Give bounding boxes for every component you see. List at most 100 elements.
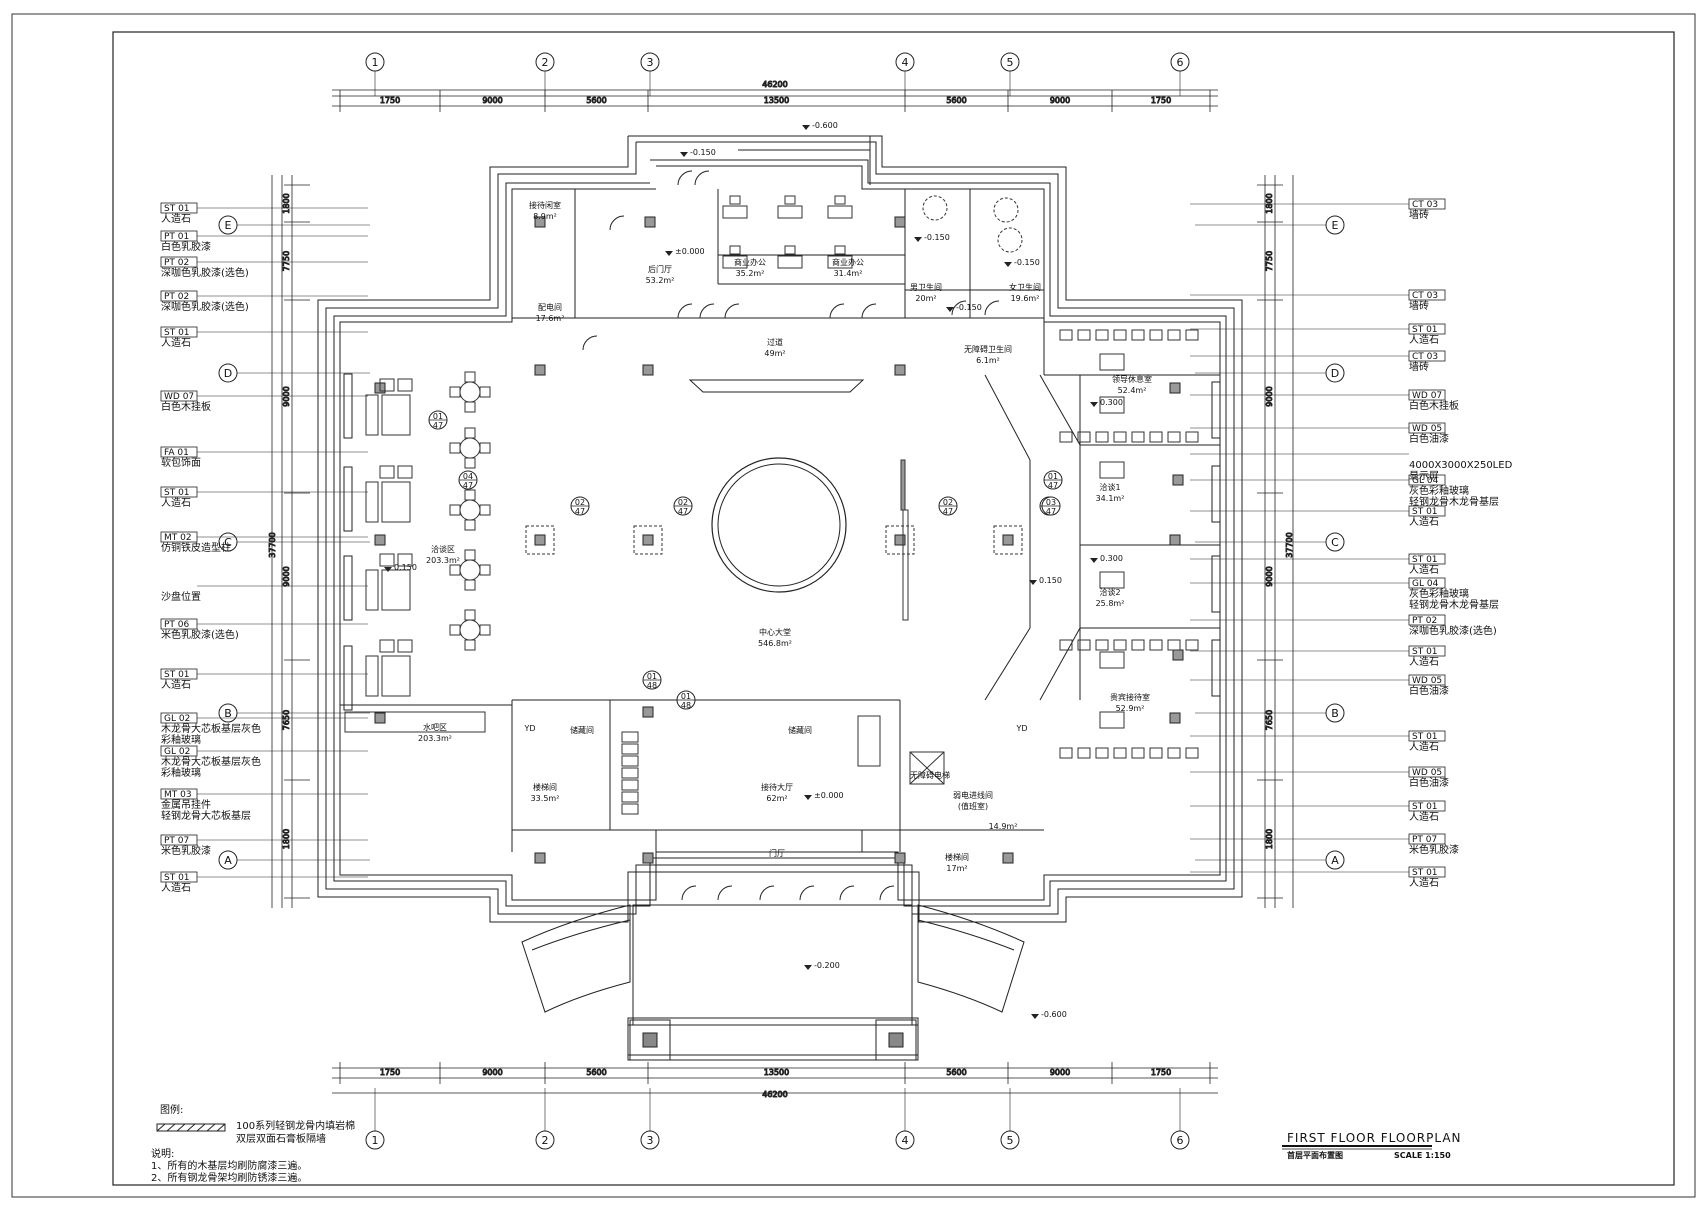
room-tag: YD xyxy=(523,724,535,733)
legend-desc: 人造石 xyxy=(1409,563,1439,576)
chair xyxy=(1113,329,1127,341)
grid-label: B xyxy=(224,707,232,720)
legend-code: ST 01 xyxy=(1412,802,1438,812)
door-swing xyxy=(681,885,697,901)
legend-code: WD 05 xyxy=(1412,424,1442,434)
legend-line: 100系列轻钢龙骨内填岩棉 xyxy=(236,1119,355,1132)
armchair xyxy=(397,465,413,479)
level-triangle xyxy=(1004,262,1012,267)
glass-wall xyxy=(984,374,1031,461)
grid-label: 6 xyxy=(1177,1134,1184,1147)
legend-desc: 人造石 xyxy=(1409,740,1439,753)
notes-block: 图例: 100系列轻钢龙骨内填岩棉 双层双面石膏板隔墙 说明: 1、所有的木基层… xyxy=(151,1103,355,1184)
structural-column xyxy=(642,534,654,546)
skylight xyxy=(688,379,865,393)
sofa xyxy=(365,481,379,523)
door-swing xyxy=(861,303,877,319)
glass-wall xyxy=(984,627,1031,701)
chair xyxy=(464,489,476,501)
room-name: 商业办公 xyxy=(734,257,766,267)
level-value: -0.150 xyxy=(956,303,982,312)
level-triangle xyxy=(804,965,812,970)
dimension-label: 7750 xyxy=(1265,251,1274,271)
legend-desc: 白色油漆 xyxy=(1409,776,1449,789)
armchair xyxy=(397,378,413,392)
legend-desc: 白色油漆 xyxy=(1409,684,1449,697)
sofa-table xyxy=(381,481,411,523)
sofa-table xyxy=(381,569,411,611)
structural-column xyxy=(1169,382,1181,394)
toilet-fixture xyxy=(993,197,1019,223)
dimension-label: 7750 xyxy=(282,251,291,271)
dimension-label: 1750 xyxy=(380,96,400,105)
chair xyxy=(1077,431,1091,443)
legend-desc: 木龙骨大芯板基层灰色 xyxy=(161,755,261,768)
legend-code: PT 02 xyxy=(164,292,189,302)
legend-desc: 灰色彩釉玻璃 xyxy=(1409,587,1469,600)
level-value: 0.300 xyxy=(1100,554,1123,563)
grid-label: 1 xyxy=(372,56,379,69)
elevator-cross xyxy=(909,751,945,785)
door-swing xyxy=(799,885,815,901)
legend-desc: 墙砖 xyxy=(1409,299,1429,312)
legend-title: 图例: xyxy=(160,1103,183,1116)
grid-label: 3 xyxy=(647,1134,654,1147)
structural-column xyxy=(1172,649,1184,661)
room-name: 后门厅 xyxy=(648,264,672,274)
legend-desc: 人造石 xyxy=(161,336,191,349)
chair xyxy=(464,371,476,383)
grid-label: 1 xyxy=(372,1134,379,1147)
sofa xyxy=(365,655,379,697)
structural-column xyxy=(374,712,386,724)
marker-bottom: 47 xyxy=(1046,507,1056,516)
armchair xyxy=(397,639,413,653)
chair xyxy=(464,579,476,591)
legend-code: ST 01 xyxy=(164,873,190,883)
legend-code: CT 03 xyxy=(1412,352,1438,362)
level-triangle xyxy=(914,237,922,242)
structural-column xyxy=(534,534,546,546)
note-item: 2、所有钢龙骨架均刷防锈漆三遍。 xyxy=(151,1171,307,1184)
door-swing xyxy=(839,885,855,901)
room-name: 洽谈1 xyxy=(1099,482,1120,492)
level-value: 0.150 xyxy=(394,563,417,572)
room-area: 33.5m² xyxy=(531,794,560,803)
partition-wall-swatch xyxy=(156,1123,226,1132)
dimension-label: 1750 xyxy=(380,1068,400,1077)
chair xyxy=(1113,431,1127,443)
chair xyxy=(1095,431,1109,443)
legend-desc: 白色乳胶漆 xyxy=(161,240,211,253)
level-value: -0.600 xyxy=(812,121,838,130)
curved-ramp-right xyxy=(917,904,1025,1013)
stair-tread xyxy=(621,791,639,803)
door-swing xyxy=(724,303,740,319)
marker-top: 01 xyxy=(1048,472,1058,481)
chair xyxy=(479,564,491,576)
grid-label: A xyxy=(1331,854,1339,867)
structural-column xyxy=(642,364,654,376)
level-triangle xyxy=(802,125,810,130)
grid-label: C xyxy=(1331,536,1339,549)
wall-panel xyxy=(343,645,353,711)
chair xyxy=(1185,639,1199,651)
room-labels: 接待闲室8.9m²后门厅53.2m²商业办公35.2m²商业办公31.4m²男卫… xyxy=(418,200,1152,873)
marker-top: 02 xyxy=(943,498,953,507)
chair xyxy=(1149,431,1163,443)
outer-outline-2 xyxy=(325,141,1235,915)
structural-column xyxy=(894,852,906,864)
structural-column xyxy=(1169,534,1181,546)
legend-desc: 米色乳胶漆 xyxy=(161,844,211,857)
room-area: 203.3m² xyxy=(426,556,460,565)
room-area: 17.6m² xyxy=(536,314,565,323)
grid-label: E xyxy=(225,219,232,232)
chair xyxy=(449,624,461,636)
legend-code: ST 01 xyxy=(164,670,190,680)
chair xyxy=(1131,329,1145,341)
wall-panel xyxy=(343,555,353,621)
structural-column xyxy=(642,852,654,864)
structural-column xyxy=(642,706,654,718)
toilet-fixture xyxy=(922,195,948,221)
room-area: 35.2m² xyxy=(736,269,765,278)
entrance-column xyxy=(629,1019,671,1061)
